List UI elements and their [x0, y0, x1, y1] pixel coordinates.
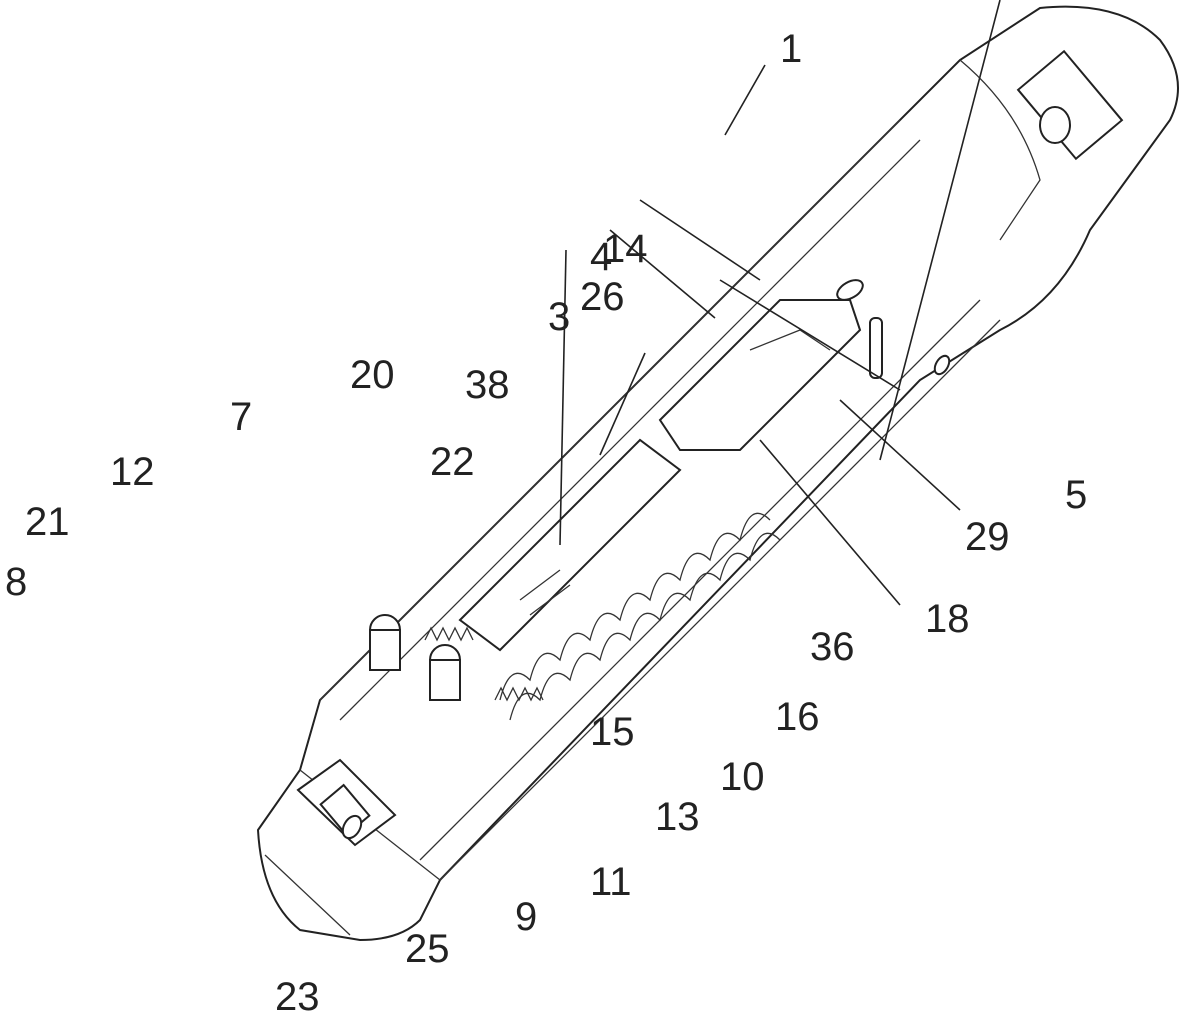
label-25: 25	[405, 927, 450, 971]
label-18: 18	[925, 597, 970, 641]
leader-lines	[559, 0, 1001, 606]
label-4: 4	[590, 235, 612, 279]
carrier-assembly	[458, 299, 883, 652]
rear-mechanism	[836, 49, 1124, 376]
label-29: 29	[965, 515, 1010, 559]
label-26: 26	[580, 275, 625, 319]
label-38: 38	[465, 363, 510, 407]
label-21: 21	[25, 500, 70, 544]
labels: 1 3 4 5 7 8 9 10 11 12 13 14 15 16 18 20…	[5, 27, 1087, 1017]
label-36: 36	[810, 625, 855, 669]
label-13: 13	[655, 795, 700, 839]
label-20: 20	[350, 353, 395, 397]
label-10: 10	[720, 755, 765, 799]
small-springs	[424, 626, 544, 702]
front-block	[296, 758, 397, 847]
label-8: 8	[5, 560, 27, 604]
label-5: 5	[1065, 473, 1087, 517]
label-11: 11	[590, 860, 632, 904]
main-spring	[499, 512, 781, 721]
label-16: 16	[775, 695, 820, 739]
label-22: 22	[430, 440, 475, 484]
device-housing	[256, 5, 1179, 942]
label-14: 14	[603, 227, 648, 271]
label-23: 23	[275, 975, 320, 1017]
label-1: 1	[780, 27, 802, 71]
label-3: 3	[548, 295, 570, 339]
label-9: 9	[515, 895, 537, 939]
pins	[369, 614, 461, 701]
label-12: 12	[110, 450, 155, 494]
label-15: 15	[590, 710, 635, 754]
label-7: 7	[230, 395, 252, 439]
